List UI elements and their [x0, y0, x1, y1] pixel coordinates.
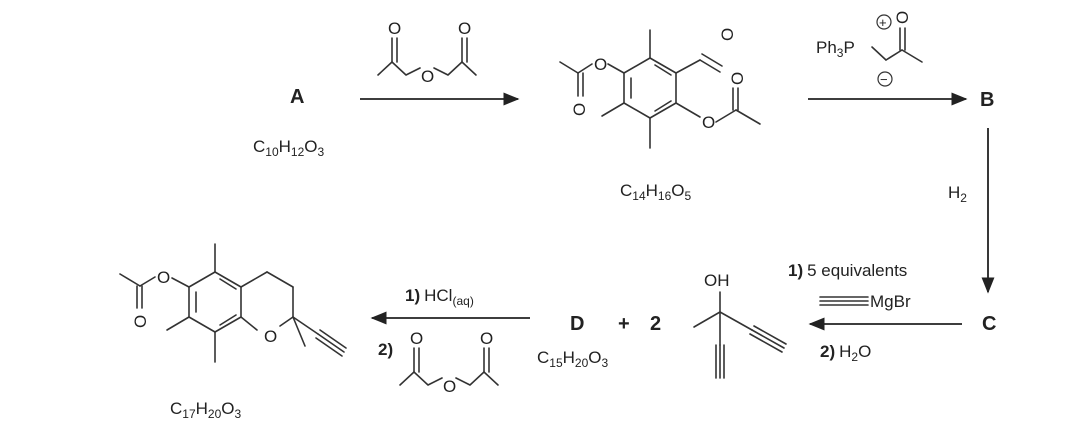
ac2o-step-number: 2): [378, 340, 393, 359]
phosphorus-ylide-reagent: Ph3P + O −: [816, 11, 923, 87]
h2-reagent: H2: [948, 183, 967, 205]
svg-text:O: O: [131, 315, 150, 328]
intermediate-structure: O O O O O: [559, 28, 761, 149]
svg-text:O: O: [893, 11, 912, 24]
label-d: D: [570, 313, 584, 335]
svg-text:O: O: [480, 329, 493, 348]
svg-text:O: O: [157, 268, 170, 287]
step1-condition: 1)5 equivalents: [788, 261, 907, 280]
dialkynyl-alcohol: OH: [693, 271, 787, 379]
svg-text:O: O: [264, 327, 277, 346]
svg-text:O: O: [458, 19, 471, 38]
svg-text:O: O: [718, 28, 737, 41]
hcl-condition: 1)HCl(aq): [405, 286, 474, 308]
svg-text:O: O: [421, 67, 434, 86]
svg-text:O: O: [388, 19, 401, 38]
stoich-two: 2: [650, 313, 661, 335]
product-structure: O O O: [119, 243, 347, 363]
svg-text:+: +: [879, 15, 887, 30]
svg-text:O: O: [594, 55, 607, 74]
plus-charge-icon: [876, 14, 892, 30]
formula-d: C15H20O3: [537, 348, 609, 370]
svg-text:O: O: [443, 377, 456, 396]
label-c: C: [982, 313, 996, 335]
svg-text:O: O: [702, 113, 715, 132]
acetic-anhydride-bottom: O O O: [399, 329, 499, 396]
ethynyl-grignard: MgBr: [819, 292, 911, 311]
formula-a: C10H12O3: [253, 137, 325, 159]
svg-text:MgBr: MgBr: [870, 292, 911, 311]
plus-sign: +: [618, 313, 630, 335]
step2-condition: 2)H2O: [820, 342, 871, 364]
svg-text:O: O: [728, 72, 747, 85]
label-a: A: [290, 86, 304, 108]
label-b: B: [980, 89, 994, 111]
formula-intermediate: C14H16O5: [620, 181, 692, 203]
minus-charge-icon: [877, 71, 893, 87]
formula-product: C17H20O3: [170, 399, 242, 421]
acetic-anhydride-top: O O O: [377, 19, 477, 86]
svg-text:OH: OH: [704, 271, 730, 290]
svg-text:Ph3P: Ph3P: [816, 38, 855, 60]
svg-text:O: O: [570, 103, 589, 116]
svg-text:−: −: [880, 72, 888, 87]
svg-text:O: O: [410, 329, 423, 348]
